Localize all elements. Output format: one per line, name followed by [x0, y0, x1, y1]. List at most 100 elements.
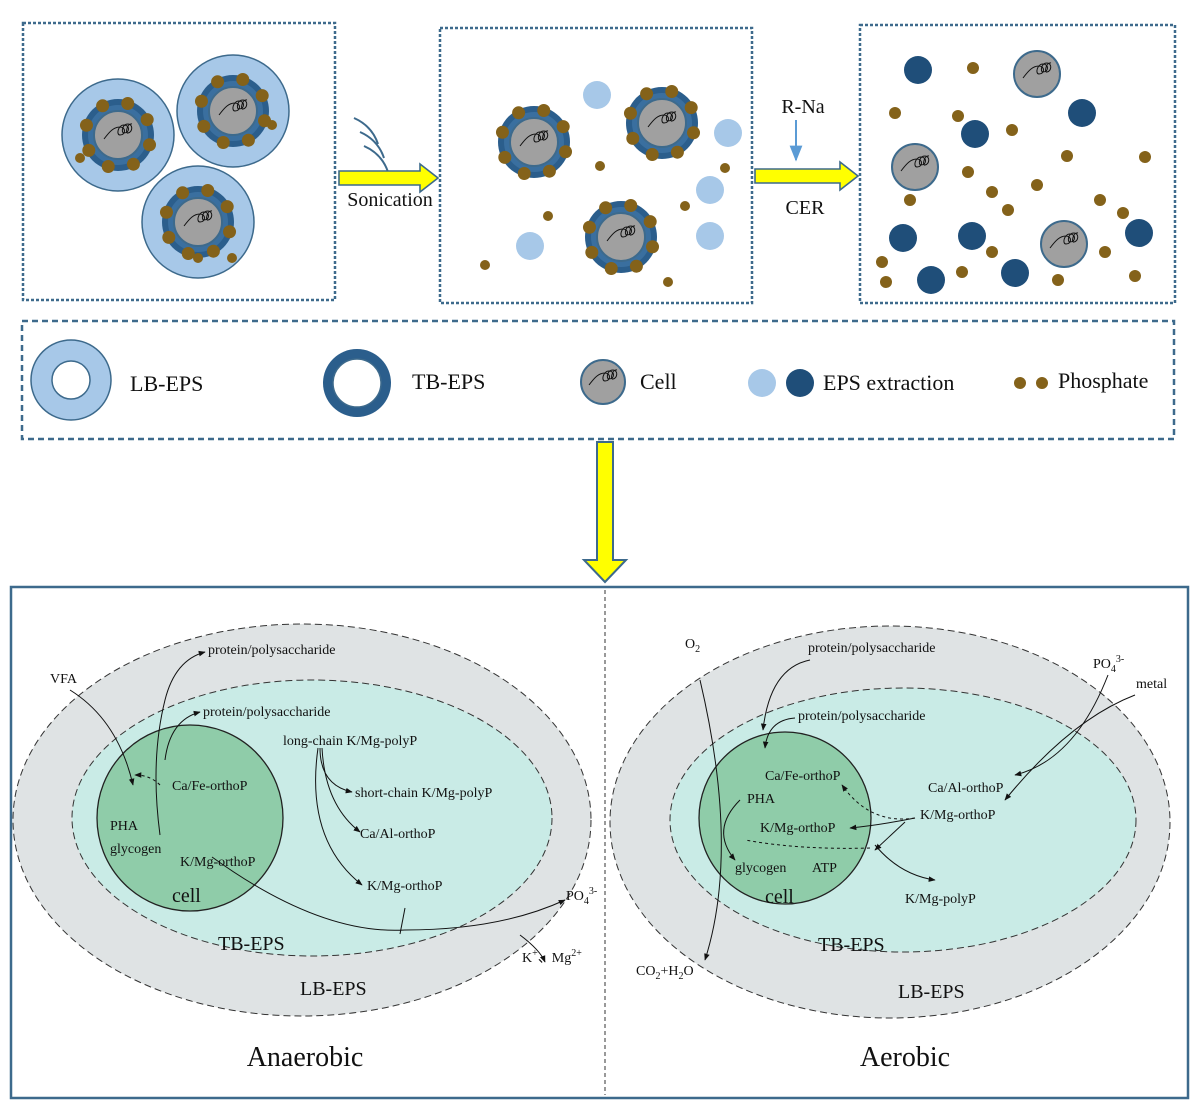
eps-extraction-light [714, 119, 742, 147]
floc-phosphate-dot [216, 136, 230, 150]
floc-phosphate-dot [582, 220, 596, 234]
legend-phosphate-swatch [1014, 377, 1048, 389]
anaerobic-protein-inner-label: protein/polysaccharide [203, 705, 331, 720]
phosphate-dot [1129, 270, 1141, 282]
floc-phosphate-dot [684, 101, 698, 115]
floc-phosphate-dot [176, 186, 190, 200]
phosphate-dot [986, 186, 998, 198]
floc-phosphate-dot [79, 118, 93, 132]
anaerobic-lb-eps-label: LB-EPS [300, 978, 367, 1000]
legend-eps-extraction-swatch [748, 369, 814, 397]
legend-cell-label: Cell [640, 369, 677, 394]
legend-lb-eps-swatch [30, 339, 112, 421]
floc-phosphate-dot [143, 138, 157, 152]
aerobic-title: Aerobic [860, 1042, 950, 1073]
aerobic-glycogen-label: glycogen [735, 861, 786, 876]
phosphate-dot [227, 253, 237, 263]
aerobic-po4-label: PO43- [1093, 654, 1124, 675]
floc-phosphate-dot [194, 94, 208, 108]
eps-extraction-dark [958, 222, 986, 250]
aerobic-o2-label: O2 [685, 637, 700, 655]
floc-phosphate-dot [126, 157, 140, 171]
phosphate-dot [680, 201, 690, 211]
eps-extraction-light [516, 232, 544, 260]
aerobic-pha-label: PHA [747, 792, 776, 807]
aerobic-protein-inner-label: protein/polysaccharide [798, 709, 926, 724]
legend-tb-eps-swatch [323, 349, 391, 417]
anaerobic-ca-fe-label: Ca/Fe-orthoP [172, 779, 248, 794]
floc-phosphate-dot [236, 72, 250, 86]
eps-extraction-light [696, 176, 724, 204]
floc-cell [509, 117, 559, 167]
anaerobic-title: Anaerobic [247, 1042, 364, 1073]
anaerobic-cell-label: cell [172, 885, 201, 907]
cer-label: CER [786, 197, 826, 219]
floc-cell [596, 212, 646, 262]
floc-phosphate-dot [495, 125, 509, 139]
extracted-cell [1013, 50, 1061, 98]
floc-cell [93, 110, 143, 160]
aerobic-k-mg-poly-label: K/Mg-polyP [905, 892, 976, 907]
aerobic-lb-eps-label: LB-EPS [898, 981, 965, 1003]
aerobic-tb-eps-label: TB-EPS [818, 934, 885, 956]
anaerobic-short-chain-label: short-chain K/Mg-polyP [355, 786, 492, 801]
aerobic-ca-fe-label: Ca/Fe-orthoP [765, 769, 841, 784]
phosphate-dot [1031, 179, 1043, 191]
phosphate-dot [543, 211, 553, 221]
phosphate-dot [880, 276, 892, 288]
phosphate-dot [962, 166, 974, 178]
phosphate-dot [193, 253, 203, 263]
floc-phosphate-dot [640, 87, 654, 101]
phosphate-dot [1117, 207, 1129, 219]
legend-cell-swatch [580, 359, 626, 405]
floc-phosphate-dot [599, 201, 613, 215]
sonication-arrow [338, 162, 440, 194]
floc-phosphate-dot [604, 262, 618, 276]
floc-phosphate-dot [96, 99, 110, 113]
legend-lb-eps-label: LB-EPS [130, 371, 203, 396]
phosphate-dot [952, 110, 964, 122]
floc-phosphate-dot [645, 148, 659, 162]
floc-phosphate-dot [646, 240, 660, 254]
floc-phosphate-dot [559, 145, 573, 159]
phosphate-dot [663, 277, 673, 287]
floc-phosphate-dot [556, 120, 570, 134]
sonication-waves-icon [353, 117, 389, 173]
floc-phosphate-dot [162, 230, 176, 244]
aerobic-atp-label: ATP [812, 861, 837, 876]
aerobic-k-mg-ortho-label: K/Mg-orthoP [920, 808, 996, 823]
eps-extraction-dark [917, 266, 945, 294]
anaerobic-ca-al-label: Ca/Al-orthoP [360, 827, 436, 842]
phosphate-dot [1002, 204, 1014, 216]
eps-extraction-dark [904, 56, 932, 84]
aerobic-protein-outer-label: protein/polysaccharide [808, 641, 936, 656]
aerobic-co2-label: CO2+H2O [636, 964, 694, 982]
panel-after-sonication [438, 26, 754, 305]
aerobic-metal-label: metal [1136, 677, 1167, 692]
anaerobic-protein-outer-label: protein/polysaccharide [208, 643, 336, 658]
anaerobic-k-mg-ortho-label: K/Mg-orthoP [367, 879, 443, 894]
eps-extraction-light [583, 81, 611, 109]
sonication-label: Sonication [347, 189, 433, 211]
floc-phosphate-dot [211, 75, 225, 89]
anaerobic-glycogen-label: glycogen [110, 842, 161, 857]
floc-phosphate-dot [223, 225, 237, 239]
floc-phosphate-dot [201, 183, 215, 197]
aerobic-arrows [699, 659, 1136, 961]
floc-phosphate-dot [626, 131, 640, 145]
floc-phosphate-dot [82, 143, 96, 157]
legend-phosphate-label: Phosphate [1058, 368, 1148, 393]
cer-arrow [754, 160, 860, 192]
floc-phosphate-dot [670, 145, 684, 159]
eps-extraction-dark [1125, 219, 1153, 247]
floc-phosphate-dot [255, 89, 269, 103]
floc-phosphate-dot [665, 84, 679, 98]
floc-phosphate-dot [537, 103, 551, 117]
phosphate-dot [967, 62, 979, 74]
phosphate-dot [1061, 150, 1073, 162]
panel-after-cer [858, 23, 1177, 305]
floc-phosphate-dot [687, 126, 701, 140]
phosphate-dot [1052, 274, 1064, 286]
floc-phosphate-dot [101, 160, 115, 174]
aerobic-cell-region [698, 731, 872, 905]
